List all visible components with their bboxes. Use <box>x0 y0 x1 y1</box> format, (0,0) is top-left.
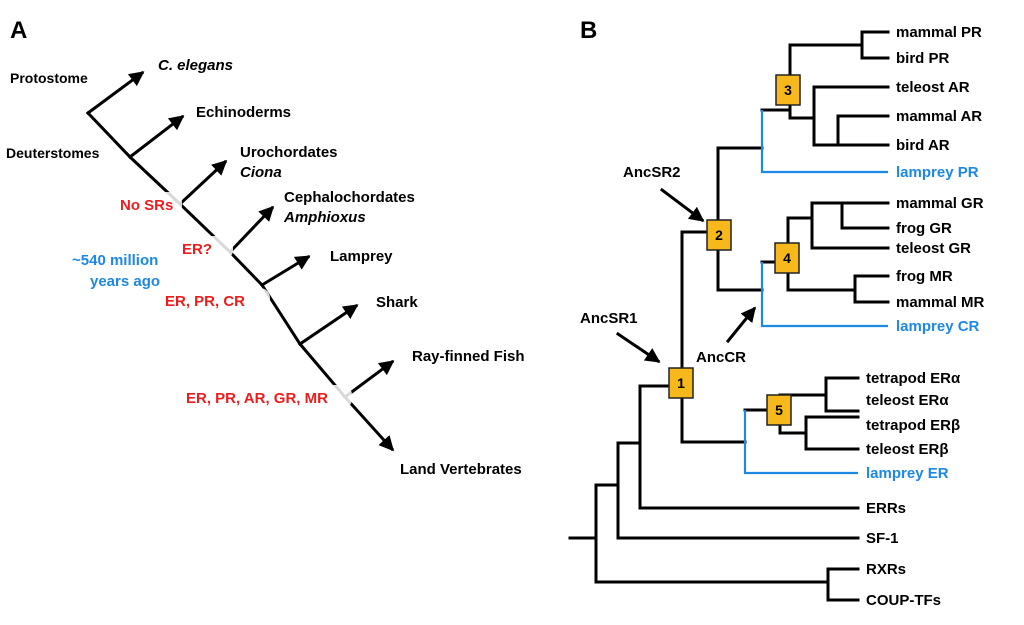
node-box-2-label: 2 <box>715 227 723 243</box>
arrow-lamprey <box>259 254 311 288</box>
arrow-anccr <box>725 306 757 344</box>
trunk-segment-3 <box>227 249 265 288</box>
arrow-ancsr1 <box>615 331 661 364</box>
leaf-rxrs: RXRs <box>866 561 906 578</box>
leaf-bird-pr: bird PR <box>896 50 950 67</box>
label-c-elegans: C. elegans <box>158 57 233 74</box>
leaf-lamprey-er: lamprey ER <box>866 465 949 482</box>
node-boxes: 1 2 3 4 5 <box>668 74 801 426</box>
label-halos <box>112 192 352 409</box>
arrow-land-vertebrates <box>342 394 395 452</box>
panel-b: B 1 2 3 <box>568 17 985 609</box>
branch-lamprey-cr <box>760 262 888 328</box>
label-ray-finned-fish: Ray-finned Fish <box>412 348 525 365</box>
leaf-teleost-er-beta: teleost ERβ <box>866 441 949 458</box>
node-box-1-label: 1 <box>677 375 685 391</box>
arrow-ray-finned-fish <box>342 359 395 400</box>
leaf-teleost-gr: teleost GR <box>896 240 971 257</box>
label-lamprey: Lamprey <box>330 248 393 265</box>
leaf-labels: mammal PR bird PR teleost AR mammal AR b… <box>866 24 985 609</box>
node-box-4-label: 4 <box>783 250 791 266</box>
halo-er-q <box>175 236 233 260</box>
halo-no-srs <box>112 192 182 216</box>
label-urochordates: Urochordates <box>240 144 338 161</box>
label-echinoderms: Echinoderms <box>196 104 291 121</box>
branch-sf1 <box>594 441 860 540</box>
node-box-1 <box>668 367 694 399</box>
leaf-teleost-er-alpha: teleost ERα <box>866 392 949 409</box>
leaf-errs: ERRs <box>866 500 906 517</box>
arrow-ancsr2 <box>659 187 705 223</box>
halo-er-pr-cr <box>156 288 270 312</box>
panel-a-branches <box>85 70 395 452</box>
branch-lamprey-pr <box>760 110 888 174</box>
ancestor-callouts: AncSR1 AncSR2 AncCR <box>580 164 757 366</box>
node-box-5-label: 5 <box>775 402 783 418</box>
label-no-srs: No SRs <box>120 197 173 214</box>
branch-ancsr2 <box>680 146 764 292</box>
branch-lamprey-er <box>743 410 858 475</box>
panel-a: A Protostome <box>6 17 525 478</box>
node-box-2 <box>706 219 732 251</box>
leaf-coup-tfs: COUP-TFs <box>866 592 941 609</box>
panel-a-label: A <box>10 17 27 44</box>
arrow-c-elegans <box>85 70 145 116</box>
label-ciona: Ciona <box>240 164 282 181</box>
leaf-tetrapod-er-alpha: tetrapod ERα <box>866 370 961 387</box>
arrow-urochordates <box>177 159 228 207</box>
panel-b-label: B <box>580 17 597 44</box>
leaf-tetrapod-er-beta: tetrapod ERβ <box>866 417 960 434</box>
label-time-line-1: ~540 million <box>72 252 158 269</box>
panel-b-sr2-clade <box>680 30 890 328</box>
leaf-lamprey-cr: lamprey CR <box>896 318 980 335</box>
branch-rxr-coup <box>594 483 860 602</box>
leaf-bird-ar: bird AR <box>896 137 950 154</box>
panel-b-er-clade <box>743 376 860 475</box>
arrow-shark <box>297 303 359 347</box>
leaf-teleost-ar: teleost AR <box>896 79 970 96</box>
node-box-4 <box>774 242 800 274</box>
node-box-3 <box>775 74 801 106</box>
label-anccr: AncCR <box>696 349 746 366</box>
label-amphioxus: Amphioxus <box>283 209 366 226</box>
arrow-echinoderms <box>127 114 185 160</box>
node-box-3-label: 3 <box>784 82 792 98</box>
leaf-frog-mr: frog MR <box>896 268 953 285</box>
label-er-question: ER? <box>182 241 212 258</box>
leaf-mammal-pr: mammal PR <box>896 24 982 41</box>
branch-errs <box>616 384 860 510</box>
label-cephalochordates: Cephalochordates <box>284 189 415 206</box>
trunk-root <box>85 110 133 160</box>
halo-er-pr-ar-gr-mr <box>178 385 352 409</box>
leaf-sf1: SF-1 <box>866 530 899 547</box>
label-ancsr1: AncSR1 <box>580 310 638 327</box>
branch-ancsr1 <box>638 230 747 444</box>
leaf-lamprey-pr: lamprey PR <box>896 164 979 181</box>
label-protostome: Protostome <box>10 70 88 86</box>
label-er-pr-ar-gr-mr: ER, PR, AR, GR, MR <box>186 390 328 407</box>
label-land-vertebrates: Land Vertebrates <box>400 461 522 478</box>
leaf-mammal-gr: mammal GR <box>896 195 984 212</box>
label-ancsr2: AncSR2 <box>623 164 681 181</box>
leaf-frog-gr: frog GR <box>896 220 952 237</box>
arrow-cephalochordates <box>227 205 275 255</box>
leaf-mammal-mr: mammal MR <box>896 294 985 311</box>
label-er-pr-cr: ER, PR, CR <box>165 293 245 310</box>
node-box-5 <box>766 394 792 426</box>
label-deuterostomes: Deuterstomes <box>6 145 100 161</box>
leaf-mammal-ar: mammal AR <box>896 108 982 125</box>
branch-er-vertebrate <box>743 376 860 451</box>
label-time-line-2: years ago <box>90 273 160 290</box>
label-shark: Shark <box>376 294 418 311</box>
